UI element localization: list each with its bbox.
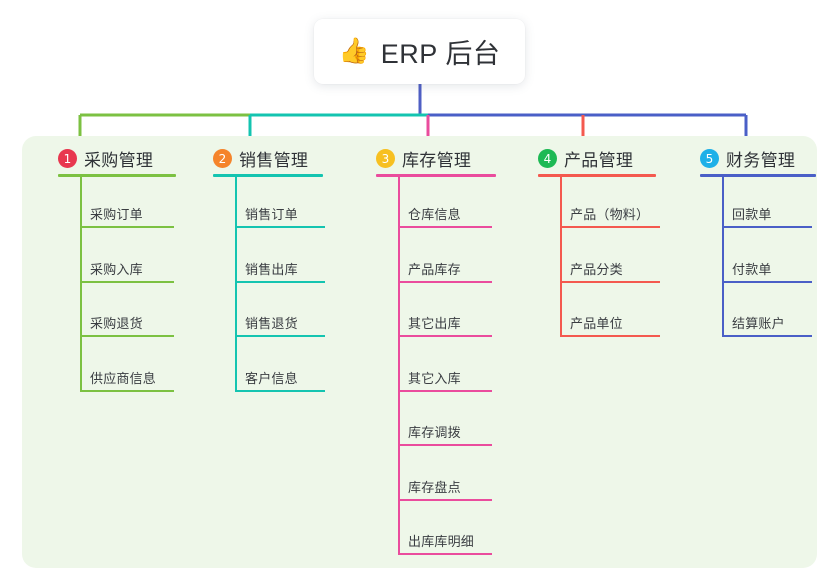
leaf-item-label: 出库库明细 [408,534,475,549]
branch-rule-2 [213,174,323,177]
leaf-item[interactable]: 付款单 [724,259,812,283]
branch-title-5: 财务管理 [726,151,796,170]
leaf-item-rule [724,335,812,337]
leaf-item-rule [724,226,812,228]
leaf-item-rule [400,498,492,501]
leaf-item[interactable]: 客户信息 [237,368,325,392]
branch-badge-2: 2 [213,149,232,168]
leaf-item[interactable]: 回款单 [724,204,812,228]
leaf-item[interactable]: 库存盘点 [400,477,492,501]
leaf-item[interactable]: 产品单位 [562,313,660,337]
root-node[interactable]: 👍 ERP 后台 [314,19,525,84]
branch-spine-4 [560,177,562,337]
leaf-item-rule [82,226,174,228]
leaf-item-rule [237,335,325,337]
branch-badge-4: 4 [538,149,557,168]
leaf-item[interactable]: 库存调拨 [400,422,492,446]
thumbs-up-icon: 👍 [338,37,370,65]
leaf-item-rule [724,280,812,283]
leaf-item-rule [400,553,492,555]
leaf-item[interactable]: 采购退货 [82,313,174,337]
branch-header-4[interactable]: 4 产品管理 [538,146,633,171]
branch-rule-3 [376,174,496,177]
branch-badge-1: 1 [58,149,77,168]
branch-header-2[interactable]: 2 销售管理 [213,146,308,171]
leaf-item-rule [237,280,325,283]
leaf-item[interactable]: 其它出库 [400,313,492,337]
branch-spine-3 [398,177,400,555]
leaf-item[interactable]: 销售订单 [237,204,325,228]
leaf-item-label: 库存盘点 [408,479,461,495]
leaf-item[interactable]: 供应商信息 [82,368,174,392]
leaf-item[interactable]: 销售出库 [237,259,325,283]
branch-header-5[interactable]: 5 财务管理 [700,146,795,171]
branch-rule-4 [538,174,656,177]
leaf-item-rule [562,280,660,283]
branch-title-1: 采购管理 [84,151,154,170]
leaf-item-label: 其它入库 [408,370,461,386]
leaf-item-label: 采购入库 [90,261,143,277]
leaf-item-rule [400,280,492,283]
leaf-item[interactable]: 采购入库 [82,259,174,283]
leaf-item[interactable]: 产品（物料） [562,204,660,228]
leaf-item-rule [400,335,492,337]
branch-rule-1 [58,174,176,177]
leaf-item-label: 仓库信息 [408,207,461,222]
leaf-item-label: 结算账户 [732,316,785,331]
leaf-item-label: 销售退货 [245,316,298,331]
branch-header-3[interactable]: 3 库存管理 [376,146,471,171]
branch-title-2: 销售管理 [239,151,309,170]
leaf-item[interactable]: 仓库信息 [400,204,492,228]
branch-header-1[interactable]: 1 采购管理 [58,146,153,171]
leaf-item-rule [400,444,492,446]
branch-spine-2 [235,177,237,392]
leaf-item-label: 产品分类 [570,261,623,277]
leaf-item-rule [82,335,174,337]
branch-rule-5 [700,174,816,177]
leaf-item-rule [562,335,660,337]
leaf-item-label: 采购订单 [90,207,143,222]
branch-title-4: 产品管理 [564,151,634,170]
leaf-item-label: 产品（物料） [570,207,650,222]
leaf-item-label: 采购退货 [90,316,143,331]
leaf-item[interactable]: 结算账户 [724,313,812,337]
leaf-item-rule [82,280,174,283]
leaf-item-label: 客户信息 [245,370,298,386]
leaf-item-label: 其它出库 [408,316,461,331]
leaf-item-label: 库存调拨 [408,425,461,440]
leaf-item-rule [562,226,660,228]
leaf-item-label: 付款单 [732,261,772,277]
leaf-item[interactable]: 产品库存 [400,259,492,283]
leaf-item-rule [237,226,325,228]
leaf-item[interactable]: 其它入库 [400,368,492,392]
leaf-item-label: 销售出库 [245,261,298,277]
leaf-item-label: 回款单 [732,207,772,222]
leaf-item-label: 销售订单 [245,207,298,222]
branch-title-3: 库存管理 [402,151,472,170]
root-node-title: ERP 后台 [380,39,501,69]
branches-panel: 1 采购管理采购订单采购入库采购退货供应商信息 2 销售管理销售订单销售出库销售退货客… [22,136,817,568]
leaf-item-rule [400,226,492,228]
root-node-content: 👍 ERP 后台 [339,32,501,71]
branch-badge-5: 5 [700,149,719,168]
leaf-item-label: 产品单位 [570,316,623,331]
leaf-item-label: 供应商信息 [90,370,157,386]
branch-spine-1 [80,177,82,392]
leaf-item-rule [400,389,492,392]
leaf-item-rule [82,389,174,392]
branch-badge-3: 3 [376,149,395,168]
leaf-item[interactable]: 产品分类 [562,259,660,283]
leaf-item[interactable]: 采购订单 [82,204,174,228]
leaf-item[interactable]: 销售退货 [237,313,325,337]
leaf-item-label: 产品库存 [408,261,461,277]
branch-spine-5 [722,177,724,337]
leaf-item-rule [237,389,325,392]
leaf-item[interactable]: 出库库明细 [400,531,492,555]
